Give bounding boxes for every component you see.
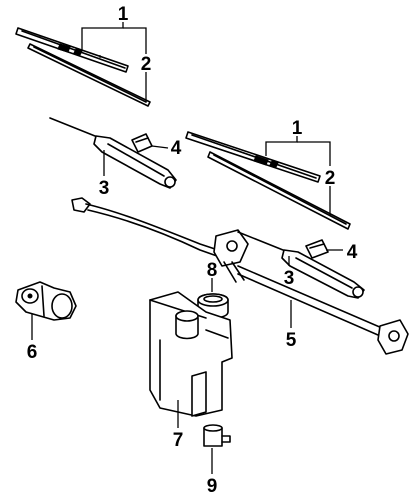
callout-5: 5 bbox=[286, 330, 297, 351]
washer-reservoir[interactable] bbox=[149, 291, 233, 417]
callout-4-upper: 4 bbox=[171, 138, 182, 159]
callout-3-upper: 3 bbox=[99, 178, 110, 199]
wiper-blade-left[interactable] bbox=[15, 27, 129, 73]
callout-3-right: 3 bbox=[284, 268, 295, 289]
callout-6: 6 bbox=[27, 342, 38, 363]
washer-pump[interactable] bbox=[203, 424, 231, 447]
wiper-linkage[interactable] bbox=[237, 265, 409, 355]
wiper-blade-right[interactable] bbox=[185, 131, 321, 183]
callout-8: 8 bbox=[207, 260, 218, 281]
wiper-linkage-drive-rod[interactable] bbox=[71, 197, 237, 263]
wiper-blade-refill-left[interactable] bbox=[27, 43, 151, 107]
wiper-arm-right[interactable] bbox=[237, 231, 365, 299]
wiper-arm-left[interactable] bbox=[49, 117, 177, 189]
callout-4-right: 4 bbox=[347, 242, 358, 263]
callout-2-right: 2 bbox=[325, 168, 336, 189]
wiper-motor[interactable] bbox=[15, 281, 77, 321]
callout-7: 7 bbox=[173, 430, 184, 451]
leader-lines bbox=[31, 22, 343, 474]
wiper-linkage-pivot-right[interactable] bbox=[213, 229, 249, 283]
callout-9: 9 bbox=[207, 476, 218, 497]
callout-2-upper: 2 bbox=[141, 54, 152, 75]
wiper-blade-refill-right[interactable] bbox=[207, 151, 351, 230]
wiper-arm-cap-left[interactable] bbox=[131, 133, 153, 153]
wiper-arm-cap-right[interactable] bbox=[305, 239, 329, 259]
callout-1-upper: 1 bbox=[118, 4, 129, 25]
callout-1-right: 1 bbox=[292, 118, 303, 139]
